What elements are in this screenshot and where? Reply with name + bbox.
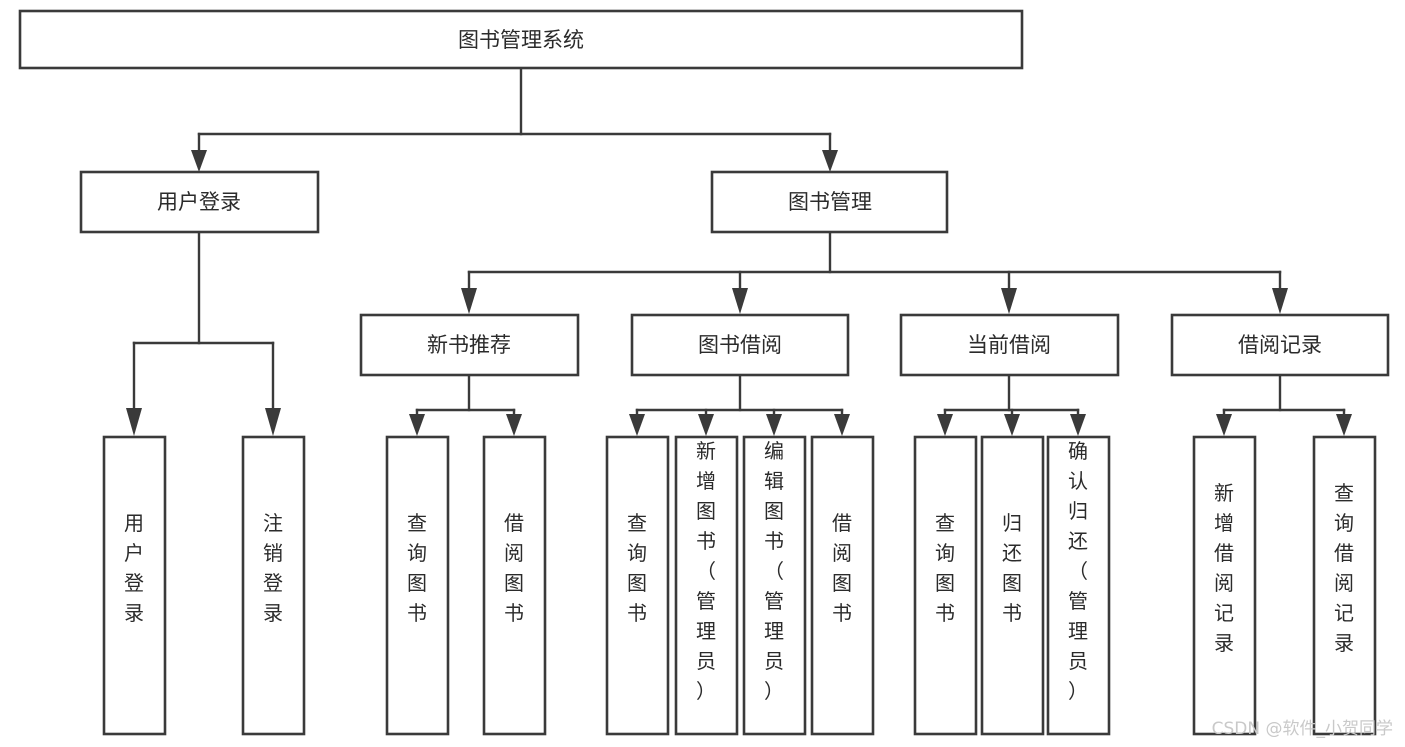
- node-new-book-box: [359, 313, 580, 377]
- node-图书借阅[interactable]: 图书借阅: [630, 313, 850, 377]
- arrow-head-borrow-record: [1272, 288, 1288, 314]
- connector-group-borrow-record-leaves: [1216, 373, 1352, 436]
- leaf-label-user-login-0: 用户登录: [124, 511, 144, 625]
- leaf-node[interactable]: 编辑图书（管理员）: [742, 435, 807, 736]
- leaf-label-book-borrow-0: 查询图书: [627, 511, 647, 625]
- arrow-head-book-borrow-leaf-1: [698, 414, 714, 436]
- node-user-login-box: [79, 170, 320, 234]
- leaf-node[interactable]: 借阅图书: [482, 435, 547, 736]
- leaf-box-current-borrow-2: [1046, 435, 1111, 736]
- leaf-node[interactable]: 注销登录: [241, 435, 306, 736]
- arrow-head-borrow-record-leaf-0: [1216, 414, 1232, 436]
- node-图书管理[interactable]: 图书管理: [710, 170, 949, 234]
- connector-group-root: [191, 66, 838, 172]
- leaf-label-book-borrow-2: 编辑图书（管理员）: [764, 439, 784, 703]
- leaf-label-current-borrow-0: 查询图书: [935, 511, 955, 625]
- leaf-label-user-login-1: 注销登录: [263, 511, 283, 625]
- arrow-head-current-borrow-leaf-2: [1070, 414, 1086, 436]
- watermark-label: CSDN @软件_小贺同学: [1212, 719, 1393, 739]
- leaf-node[interactable]: 查询图书: [605, 435, 670, 736]
- node-book-manage-box: [710, 170, 949, 234]
- arrow-head-book-manage: [822, 150, 838, 172]
- arrow-head-book-borrow: [732, 288, 748, 314]
- node-root-label: 图书管理系统: [458, 28, 584, 52]
- leaf-node[interactable]: 确认归还（管理员）: [1046, 435, 1111, 736]
- leaf-box-user-login-0: [102, 435, 167, 736]
- leaf-node[interactable]: 新增借阅记录: [1192, 435, 1257, 736]
- leaf-box-borrow-record-1: [1312, 435, 1377, 736]
- leaf-box-new-book-0: [385, 435, 450, 736]
- connector-group-user-login-leaves: [126, 230, 281, 436]
- leaf-label-book-borrow-3: 借阅图书: [832, 511, 852, 625]
- leaf-label-borrow-record-1: 查询借阅记录: [1334, 481, 1354, 655]
- node-current-borrow-box: [899, 313, 1120, 377]
- leaf-node[interactable]: 用户登录: [102, 435, 167, 736]
- arrow-head-current-borrow-leaf-0: [937, 414, 953, 436]
- leaf-box-new-book-1: [482, 435, 547, 736]
- connector-group-book-borrow-leaves: [629, 373, 850, 436]
- connector-group-current-borrow-leaves: [937, 373, 1086, 436]
- node-borrow-record-label: 借阅记录: [1238, 333, 1322, 357]
- node-new-book-label: 新书推荐: [427, 333, 511, 357]
- leaf-label-new-book-1: 借阅图书: [504, 511, 524, 625]
- node-book-borrow-box: [630, 313, 850, 377]
- arrow-head-new-book-leaf-0: [409, 414, 425, 436]
- leaf-label-current-borrow-2: 确认归还（管理员）: [1068, 439, 1088, 703]
- arrow-head-book-borrow-leaf-2: [766, 414, 782, 436]
- leaf-box-borrow-record-0: [1192, 435, 1257, 736]
- node-book-manage-label: 图书管理: [788, 190, 872, 214]
- leaf-node[interactable]: 查询图书: [913, 435, 978, 736]
- leaf-node[interactable]: 查询借阅记录: [1312, 435, 1377, 736]
- arrow-head-new-book: [461, 288, 477, 314]
- leaf-box-book-borrow-1: [674, 435, 739, 736]
- node-用户登录[interactable]: 用户登录: [79, 170, 320, 234]
- arrow-head-borrow-record-leaf-1: [1336, 414, 1352, 436]
- arrow-head-current-borrow-leaf-1: [1004, 414, 1020, 436]
- leaf-box-current-borrow-1: [980, 435, 1045, 736]
- node-新书推荐[interactable]: 新书推荐: [359, 313, 580, 377]
- leaf-node[interactable]: 新增图书（管理员）: [674, 435, 739, 736]
- arrow-head-user-login-leaf-0: [126, 408, 142, 436]
- leaf-label-current-borrow-1: 归还图书: [1002, 511, 1022, 625]
- connector-group-new-book-leaves: [409, 373, 522, 436]
- arrow-head-new-book-leaf-1: [506, 414, 522, 436]
- node-current-borrow-label: 当前借阅: [967, 333, 1051, 357]
- leaf-box-book-borrow-2: [742, 435, 807, 736]
- leaf-box-user-login-1: [241, 435, 306, 736]
- leaf-node[interactable]: 借阅图书: [810, 435, 875, 736]
- leaf-node[interactable]: 查询图书: [385, 435, 450, 736]
- arrow-head-current-borrow: [1001, 288, 1017, 314]
- node-root-box: [18, 9, 1024, 70]
- leaf-box-book-borrow-3: [810, 435, 875, 736]
- leaf-node[interactable]: 归还图书: [980, 435, 1045, 736]
- leaf-label-new-book-0: 查询图书: [407, 511, 427, 625]
- connector-group-book-manage: [461, 230, 1288, 314]
- node-借阅记录[interactable]: 借阅记录: [1170, 313, 1390, 377]
- leaf-label-borrow-record-0: 新增借阅记录: [1214, 481, 1234, 655]
- node-root-图书管理系统[interactable]: 图书管理系统: [18, 9, 1024, 70]
- arrow-head-user-login-leaf-1: [265, 408, 281, 436]
- arrow-head-book-borrow-leaf-3: [834, 414, 850, 436]
- arrow-head-user-login: [191, 150, 207, 172]
- leaf-label-book-borrow-1: 新增图书（管理员）: [696, 439, 716, 703]
- node-book-borrow-label: 图书借阅: [698, 333, 782, 357]
- leaf-box-book-borrow-0: [605, 435, 670, 736]
- node-当前借阅[interactable]: 当前借阅: [899, 313, 1120, 377]
- node-user-login-label: 用户登录: [157, 190, 241, 214]
- node-borrow-record-box: [1170, 313, 1390, 377]
- arrow-head-book-borrow-leaf-0: [629, 414, 645, 436]
- leaf-box-current-borrow-0: [913, 435, 978, 736]
